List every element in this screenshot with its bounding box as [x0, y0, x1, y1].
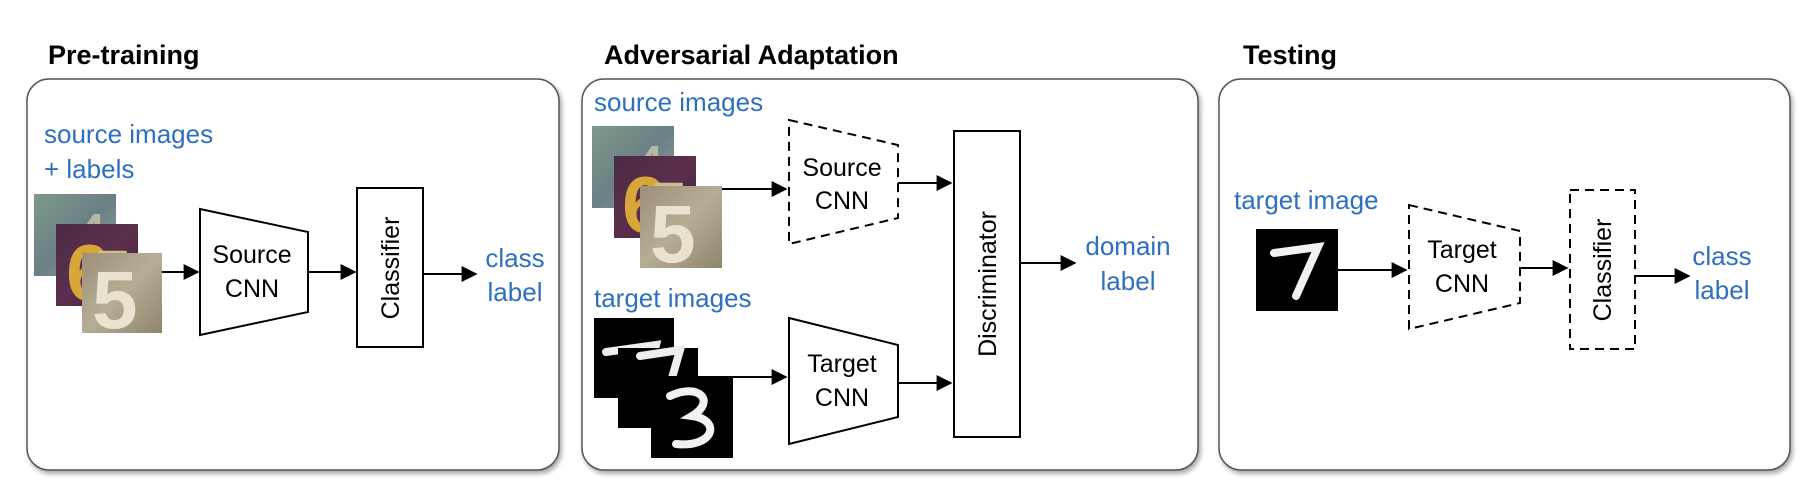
testing-title: Testing	[1243, 40, 1337, 70]
svg-text:5: 5	[92, 255, 138, 346]
classifier-box	[356, 187, 424, 348]
digit-seven	[1270, 242, 1325, 300]
pretraining-title: Pre-training	[48, 40, 200, 70]
discriminator-box	[953, 130, 1021, 438]
target-cnn-encoder-frozen	[1408, 203, 1521, 331]
source-cnn-label-line1: Source	[802, 154, 881, 182]
target-image-stack	[594, 318, 733, 458]
source-cnn-encoder	[199, 207, 309, 337]
source-image-stack: 4 6 7 5	[34, 194, 162, 346]
testing-panel: Testing target image Target CNN Classifi…	[1218, 40, 1791, 471]
source-image-stack: 4 6 7 5	[592, 126, 722, 280]
classifier-label: Classifier	[377, 217, 405, 320]
class-label-line2: label	[488, 277, 543, 307]
discriminator-label: Discriminator	[974, 211, 1002, 357]
target-images-label: target images	[594, 283, 752, 313]
class-label-line1: class	[485, 243, 544, 273]
source-images-labels-line2: + labels	[44, 154, 134, 184]
target-cnn-label-line1: Target	[1427, 236, 1497, 264]
domain-label-line2: label	[1101, 266, 1156, 296]
adaptation-title: Adversarial Adaptation	[604, 40, 899, 70]
source-cnn-label-line2: CNN	[225, 275, 279, 303]
adaptation-frame	[581, 78, 1199, 471]
source-cnn-label-line2: CNN	[815, 187, 869, 215]
source-cnn-label-line1: Source	[212, 241, 291, 269]
target-cnn-label-line2: CNN	[815, 384, 869, 412]
target-cnn-label-line1: Target	[807, 350, 877, 378]
classifier-box-frozen	[1569, 189, 1636, 350]
class-label-line1: class	[1692, 241, 1751, 271]
source-images-labels-line1: source images	[44, 119, 213, 149]
svg-text:5: 5	[650, 189, 696, 280]
target-image-label: target image	[1234, 185, 1379, 215]
target-cnn-encoder	[788, 316, 899, 446]
adaptation-panel: Adversarial Adaptation source images 4 6…	[581, 40, 1199, 471]
source-cnn-encoder-frozen	[788, 118, 899, 246]
classifier-label: Classifier	[1589, 219, 1617, 322]
source-image-thumbnail	[640, 186, 722, 268]
pretraining-panel: Pre-training source images + labels 4 6 …	[26, 40, 560, 471]
domain-label-line1: domain	[1085, 231, 1170, 261]
class-label-line2: label	[1695, 275, 1750, 305]
target-cnn-label-line2: CNN	[1435, 270, 1489, 298]
source-image-thumbnail	[82, 253, 162, 333]
source-images-label: source images	[594, 87, 763, 117]
